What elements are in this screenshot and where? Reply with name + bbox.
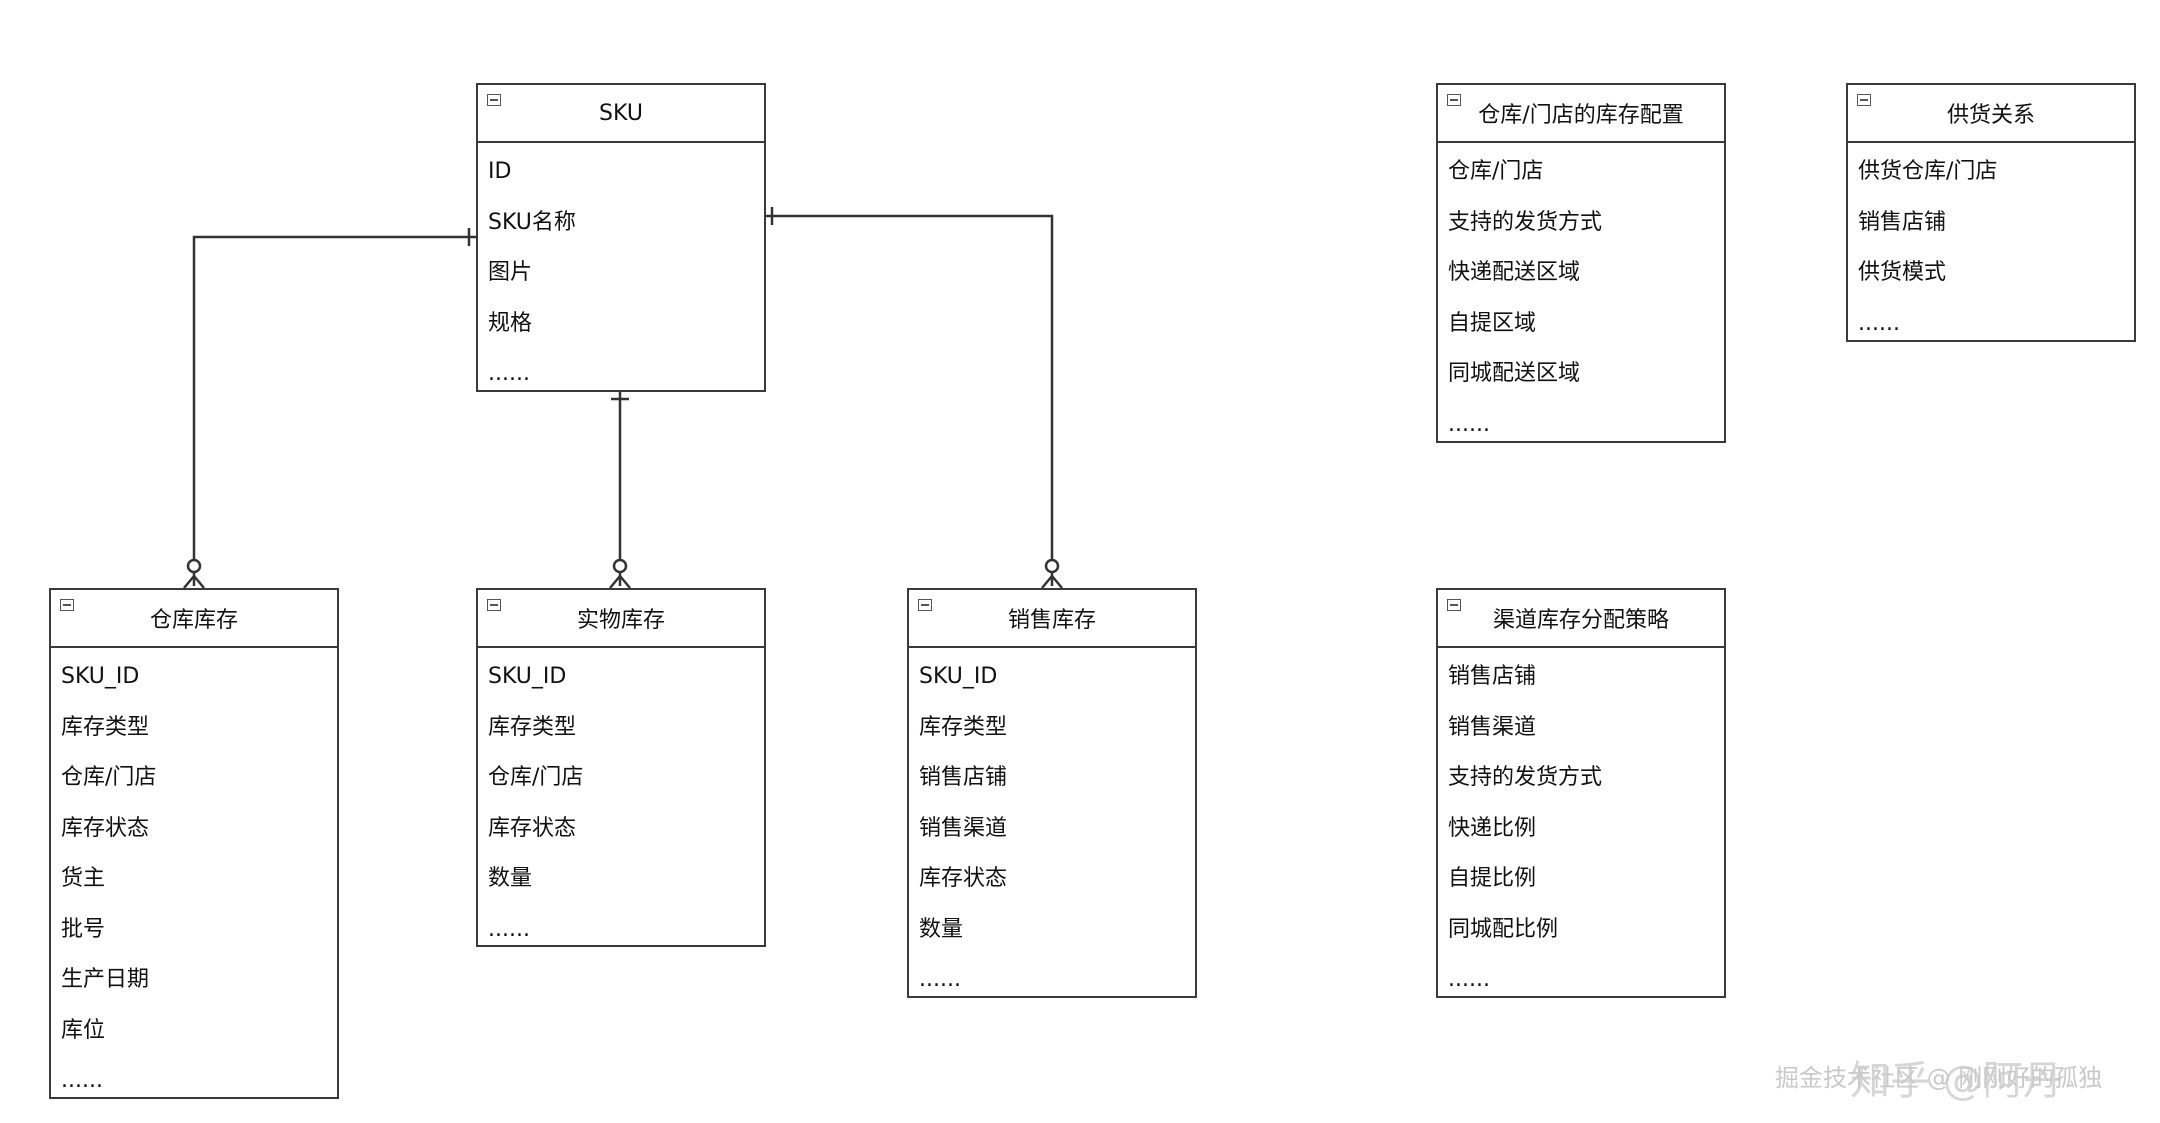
entity-fields: 销售店铺销售渠道支持的发货方式快递比例自提比例同城配比例......	[1438, 648, 1724, 1008]
entity-field: SKU_ID	[61, 664, 140, 689]
entity-field: ......	[1858, 310, 1900, 336]
entity-field: SKU名称	[488, 209, 576, 235]
entity-field: 数量	[488, 866, 533, 891]
entity-field: 自提比例	[1448, 866, 1537, 891]
collapse-icon[interactable]	[1447, 94, 1461, 106]
collapse-icon[interactable]	[918, 599, 932, 611]
entity-field: 货主	[61, 866, 106, 891]
entity-field: 销售店铺	[919, 765, 1008, 790]
watermark-large: 知乎 @阿丹	[1850, 1058, 2063, 1104]
entity-field: 库存类型	[61, 714, 150, 740]
collapse-icon[interactable]	[60, 599, 74, 611]
entity-header: 仓库库存	[51, 590, 337, 648]
entity-title: 仓库库存	[149, 608, 238, 633]
entity-field: 供货仓库/门店	[1858, 159, 1998, 184]
entity-field: 同城配比例	[1448, 916, 1559, 942]
entity-field: 数量	[919, 916, 964, 942]
entity-field: 库存类型	[488, 714, 577, 740]
entity-fields: SKU_ID 库存类型销售店铺销售渠道库存状态数量......	[909, 648, 1195, 1008]
entity-field: 仓库/门店	[1448, 159, 1544, 184]
entity-field: ......	[1448, 411, 1490, 437]
entity-field: 生产日期	[61, 967, 150, 992]
entity-header: 销售库存	[909, 590, 1195, 648]
entity-field: ......	[488, 916, 530, 942]
entity-field: 支持的发货方式	[1448, 765, 1603, 790]
entity-title: 实物库存	[576, 608, 665, 633]
collapse-icon[interactable]	[487, 94, 501, 106]
entity-header: SKU	[478, 85, 764, 143]
entity-fields: 仓库/门店支持的发货方式快递配送区域自提区域同城配送区域......	[1438, 143, 1724, 452]
entity-field: SKU_ID	[488, 664, 567, 689]
entity-field: 库存状态	[61, 815, 150, 841]
entity-field: ID	[488, 159, 512, 184]
entity-title: 供货关系	[1946, 103, 2035, 128]
entity-sales-inventory[interactable]: 销售库存 SKU_ID 库存类型销售店铺销售渠道库存状态数量......	[907, 588, 1197, 998]
entity-header: 实物库存	[478, 590, 764, 648]
entity-title: 仓库/门店的库存配置	[1478, 103, 1684, 128]
entity-warehouse-inventory[interactable]: 仓库库存 SKU_ID 库存类型仓库/门店库存状态货主批号生产日期库位......	[49, 588, 339, 1099]
entity-supply-relation[interactable]: 供货关系 供货仓库/门店销售店铺供货模式......	[1846, 83, 2136, 342]
entity-field: 库存类型	[919, 714, 1008, 740]
relationship-sku-warehouse-inventory	[183, 228, 476, 589]
entity-channel-strategy[interactable]: 渠道库存分配策略 销售店铺销售渠道支持的发货方式快递比例自提比例同城配比例...…	[1436, 588, 1726, 998]
entity-field: 自提区域	[1448, 310, 1537, 336]
entity-title: SKU	[599, 100, 643, 126]
collapse-icon[interactable]	[1857, 94, 1871, 106]
entity-field: 规格	[488, 310, 533, 336]
relationship-sku-physical-inventory	[609, 391, 631, 589]
watermark: 掘金技术社区 @ 刚刚好的孤独	[1775, 1064, 2103, 1092]
entity-fields: SKU_ID 库存类型仓库/门店库存状态货主批号生产日期库位......	[51, 648, 337, 1109]
entity-inventory-config[interactable]: 仓库/门店的库存配置 仓库/门店支持的发货方式快递配送区域自提区域同城配送区域.…	[1436, 83, 1726, 443]
entity-field: 库存状态	[488, 815, 577, 841]
relationship-sku-sales-inventory	[764, 207, 1063, 589]
entity-field: 同城配送区域	[1448, 361, 1581, 386]
entity-field: 销售渠道	[1448, 714, 1537, 740]
entity-fields: 供货仓库/门店销售店铺供货模式......	[1848, 143, 2134, 351]
collapse-icon[interactable]	[487, 599, 501, 611]
entity-field: 支持的发货方式	[1448, 209, 1603, 235]
entity-field: 销售店铺	[1858, 209, 1947, 235]
entity-field: ......	[919, 967, 961, 992]
entity-field: 销售渠道	[919, 815, 1008, 841]
entity-title: 销售库存	[1007, 608, 1096, 633]
entity-field: 仓库/门店	[61, 765, 157, 790]
entity-physical-inventory[interactable]: 实物库存 SKU_ID 库存类型仓库/门店库存状态数量......	[476, 588, 766, 947]
entity-field: 库位	[61, 1017, 106, 1043]
entity-field: 供货模式	[1858, 260, 1947, 285]
collapse-icon[interactable]	[1447, 599, 1461, 611]
entity-field: 仓库/门店	[488, 765, 584, 790]
entity-field: 快递配送区域	[1448, 260, 1581, 285]
entity-sku[interactable]: SKU ID SKU名称图片规格......	[476, 83, 766, 392]
entity-field: SKU_ID	[919, 664, 998, 689]
entity-title: 渠道库存分配策略	[1492, 608, 1669, 633]
entity-header: 仓库/门店的库存配置	[1438, 85, 1724, 143]
entity-field: ......	[1448, 967, 1490, 992]
entity-header: 渠道库存分配策略	[1438, 590, 1724, 648]
entity-header: 供货关系	[1848, 85, 2134, 143]
entity-fields: SKU_ID 库存类型仓库/门店库存状态数量......	[478, 648, 764, 957]
entity-field: ......	[61, 1068, 103, 1093]
entity-field: 批号	[61, 916, 106, 942]
entity-fields: ID SKU名称图片规格......	[478, 143, 764, 402]
entity-field: 库存状态	[919, 866, 1008, 891]
entity-field: 快递比例	[1448, 815, 1537, 841]
entity-field: 图片	[488, 260, 533, 285]
entity-field: ......	[488, 361, 530, 386]
entity-field: 销售店铺	[1448, 664, 1537, 689]
